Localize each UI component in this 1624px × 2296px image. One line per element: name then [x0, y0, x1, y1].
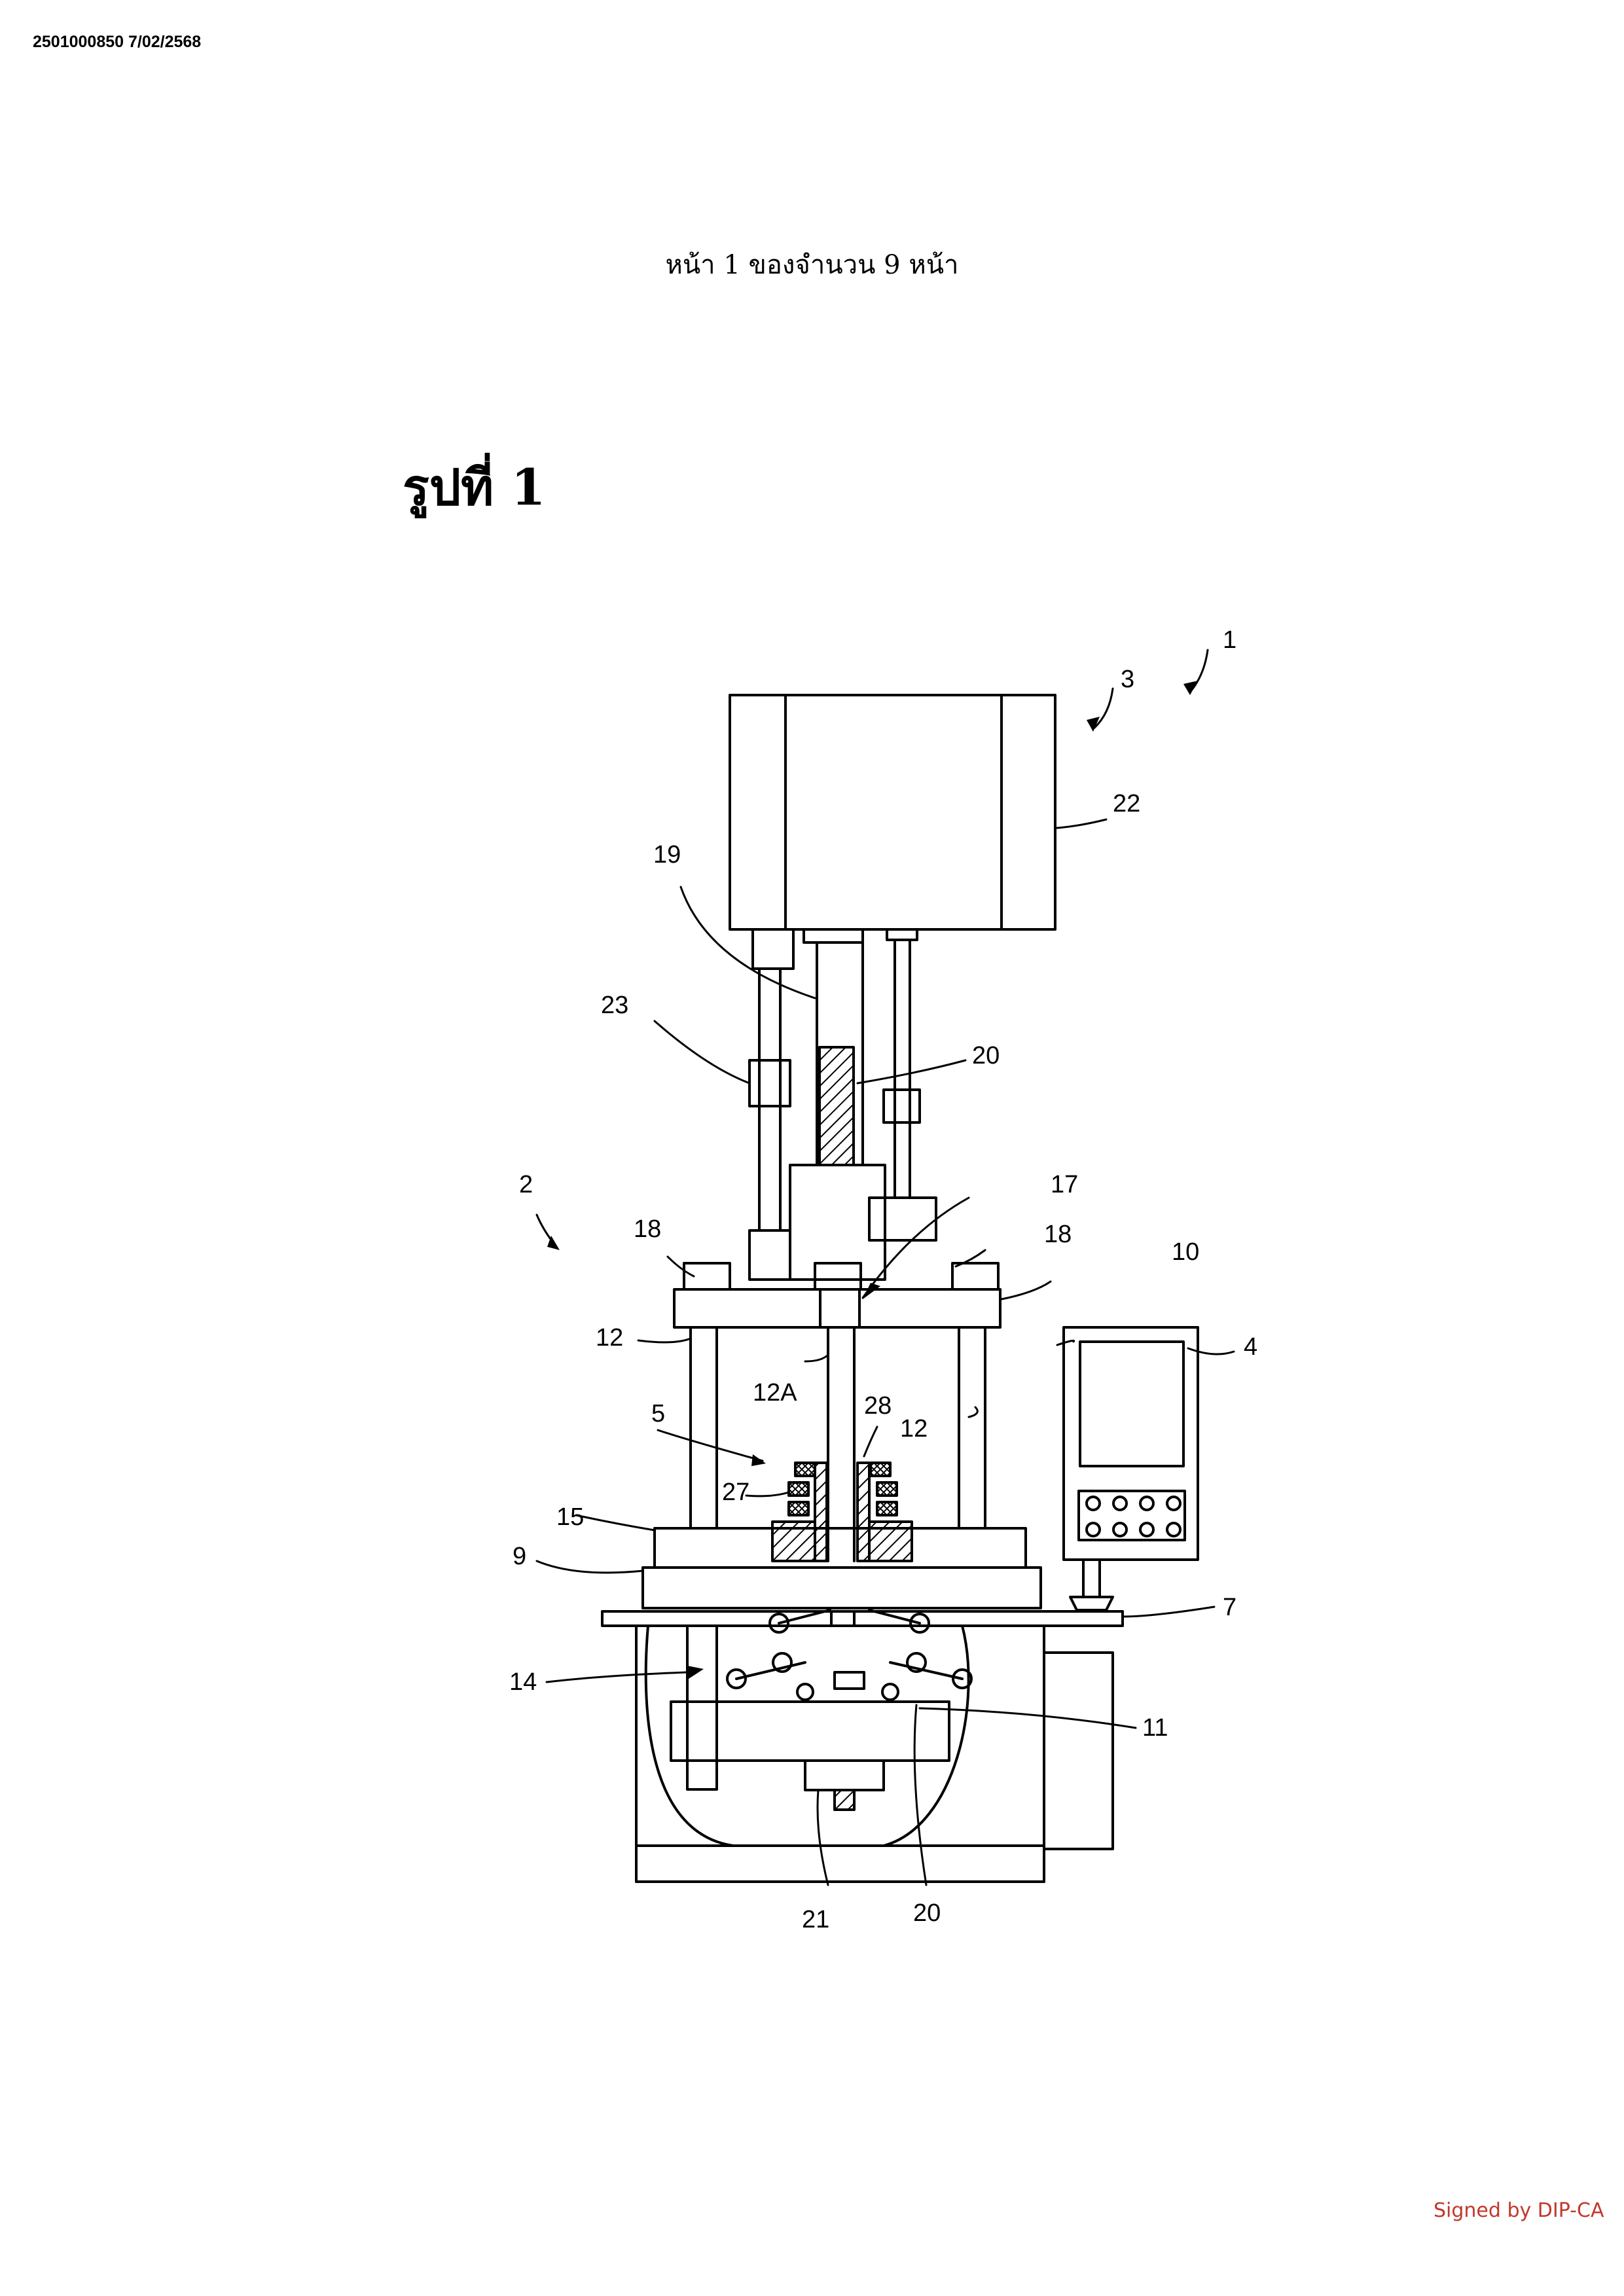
machine-base	[601, 1610, 1124, 1883]
reference-numerals: 1 2 3 4 5 7 9 10 11 12 12 12A 14 15 17 1…	[509, 626, 1257, 1933]
ref-label: 19	[653, 841, 681, 869]
arrow-17	[861, 1196, 970, 1299]
leader-lines	[535, 649, 1235, 1886]
ref-label: 11	[1142, 1714, 1168, 1742]
ref-label: 2	[519, 1171, 533, 1198]
ref-label: 20	[972, 1042, 1000, 1069]
ref-label: 9	[513, 1543, 526, 1570]
ref-label: 7	[1223, 1594, 1236, 1621]
ref-label: 18	[1044, 1221, 1072, 1248]
ref-label: 17	[1051, 1171, 1078, 1198]
control-panel	[1062, 1326, 1199, 1611]
ref-label: 15	[556, 1503, 584, 1531]
platens	[641, 1527, 1042, 1609]
digital-signature: Signed by DIP-CA	[1434, 2199, 1604, 2222]
ref-label: 28	[864, 1392, 892, 1420]
ref-label: 4	[1244, 1333, 1257, 1361]
upper-plate	[673, 1262, 1001, 1329]
ref-label: 1	[1223, 626, 1236, 654]
drive-housing	[729, 694, 1056, 931]
mold-assembly	[771, 1462, 913, 1562]
ref-label: 27	[722, 1479, 749, 1506]
ref-label: 12A	[753, 1379, 797, 1407]
ref-label: 10	[1172, 1238, 1199, 1266]
ref-label: 12	[900, 1415, 928, 1443]
toggle-linkage	[726, 1609, 973, 1701]
tie-bars	[689, 1326, 986, 1562]
ref-label: 3	[1121, 666, 1134, 693]
ref-label: 23	[601, 992, 628, 1019]
arrowheads	[547, 681, 1198, 1679]
ref-label: 14	[509, 1668, 537, 1696]
document-id: 2501000850 7/02/2568	[33, 33, 202, 51]
ref-label: 21	[802, 1906, 829, 1933]
page-indicator: หน้า 1 ของจำนวน 9 หน้า	[665, 250, 959, 280]
drive-shafts	[748, 928, 937, 1281]
ref-label: 5	[651, 1400, 665, 1427]
ref-label: 22	[1113, 790, 1140, 817]
ref-label: 18	[634, 1215, 661, 1243]
ref-label: 12	[596, 1324, 623, 1352]
figure-title: รูปที่ 1	[403, 458, 546, 516]
ref-label: 20	[913, 1899, 941, 1927]
